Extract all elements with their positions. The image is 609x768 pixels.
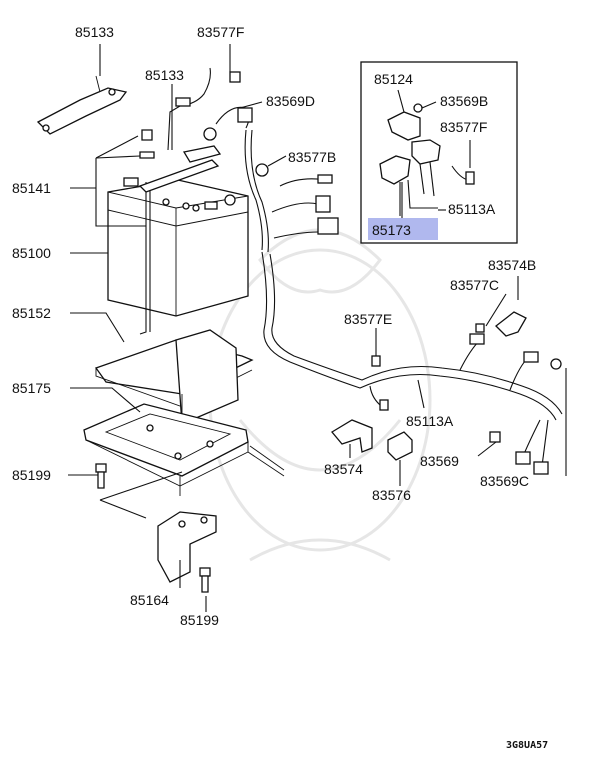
label-83577C: 83577C (450, 277, 499, 293)
bracket-83574B (495, 311, 527, 337)
label-83577F-inset: 83577F (440, 119, 487, 135)
label-85164: 85164 (130, 592, 169, 608)
battery (107, 177, 249, 317)
leader-lines (68, 44, 567, 612)
battery-base (83, 403, 285, 496)
label-83569D: 83569D (266, 93, 315, 109)
bracket-83576 (387, 431, 413, 461)
label-83577F-top: 83577F (197, 24, 244, 40)
label-83569: 83569 (420, 453, 459, 469)
highlight-85173 (368, 218, 438, 240)
label-85175: 85175 (12, 380, 51, 396)
label-83574B: 83574B (488, 257, 536, 273)
label-83569C: 83569C (480, 473, 529, 489)
label-85100: 85100 (12, 245, 51, 261)
part-labels: 85133 83577F 85133 83569D 83577B 85141 8… (12, 24, 548, 751)
inset-frame (360, 61, 518, 244)
label-85133-mid: 85133 (145, 67, 184, 83)
bracket-83574 (331, 419, 373, 453)
label-83577B: 83577B (288, 149, 336, 165)
label-85173: 85173 (372, 222, 411, 238)
diagram-code: 3G8UA57 (506, 740, 548, 751)
label-85199-left: 85199 (12, 467, 51, 483)
label-85113A-main: 85113A (406, 413, 454, 429)
hold-down-bracket (36, 75, 128, 135)
label-83574: 83574 (324, 461, 363, 477)
label-85152: 85152 (12, 305, 51, 321)
bracket-85164 (157, 511, 217, 583)
wiring-harness (261, 251, 563, 475)
label-83576: 83576 (372, 487, 411, 503)
label-85141: 85141 (12, 180, 51, 196)
label-85199-bottom: 85199 (180, 612, 219, 628)
label-85133-top: 85133 (75, 24, 114, 40)
bolts (95, 129, 501, 593)
label-83569B: 83569B (440, 93, 488, 109)
inset-parts (379, 103, 475, 216)
label-85124: 85124 (374, 71, 413, 87)
label-85113A-inset: 85113A (448, 201, 496, 217)
battery-tray (94, 329, 254, 425)
battery-cables (167, 67, 339, 253)
label-83577E: 83577E (344, 311, 392, 327)
